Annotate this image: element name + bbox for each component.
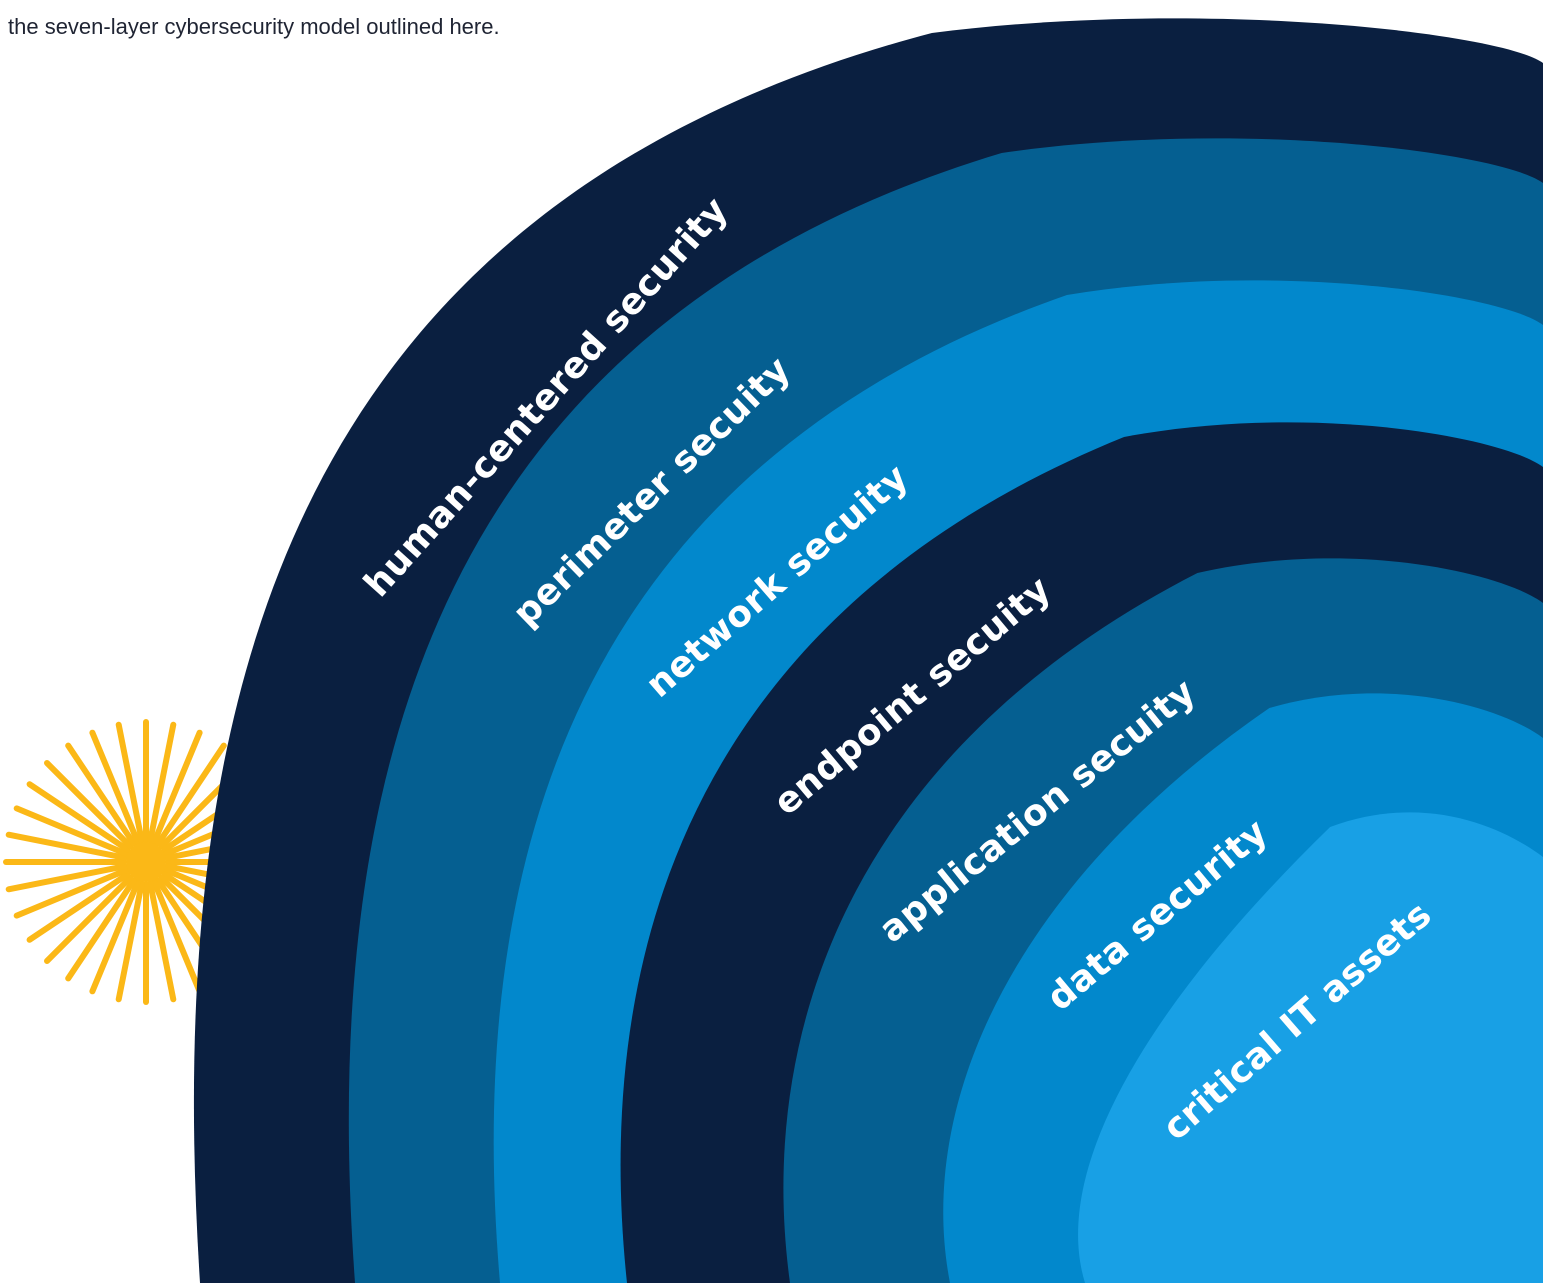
sunburst-ray [115,721,145,844]
sunburst-ray [26,871,131,943]
sunburst-ray [65,742,137,847]
sunburst-ray [147,880,177,1003]
sunburst-ray [13,805,129,857]
sunburst-ray [89,729,141,845]
sunburst-ray [26,781,131,853]
sunburst-ray [89,879,141,995]
sunburst-core [126,842,166,882]
sunburst-ray [5,831,128,861]
sunburst-ray [5,863,128,893]
sunburst-ray [65,877,137,982]
sunburst-icon [3,719,289,1005]
intro-text: the seven-layer cybersecurity model outl… [8,14,500,39]
sunburst-rays [3,719,289,1005]
sunburst-ray [151,879,203,995]
sunburst-ray [147,721,177,844]
sunburst-ray [115,880,145,1003]
sunburst-ray [155,742,227,847]
sunburst-ray [151,729,203,845]
sunburst-ray [44,760,134,850]
layer-7-band [1078,812,1543,1283]
sunburst-ray [44,874,134,964]
sunburst-ray [13,867,129,919]
